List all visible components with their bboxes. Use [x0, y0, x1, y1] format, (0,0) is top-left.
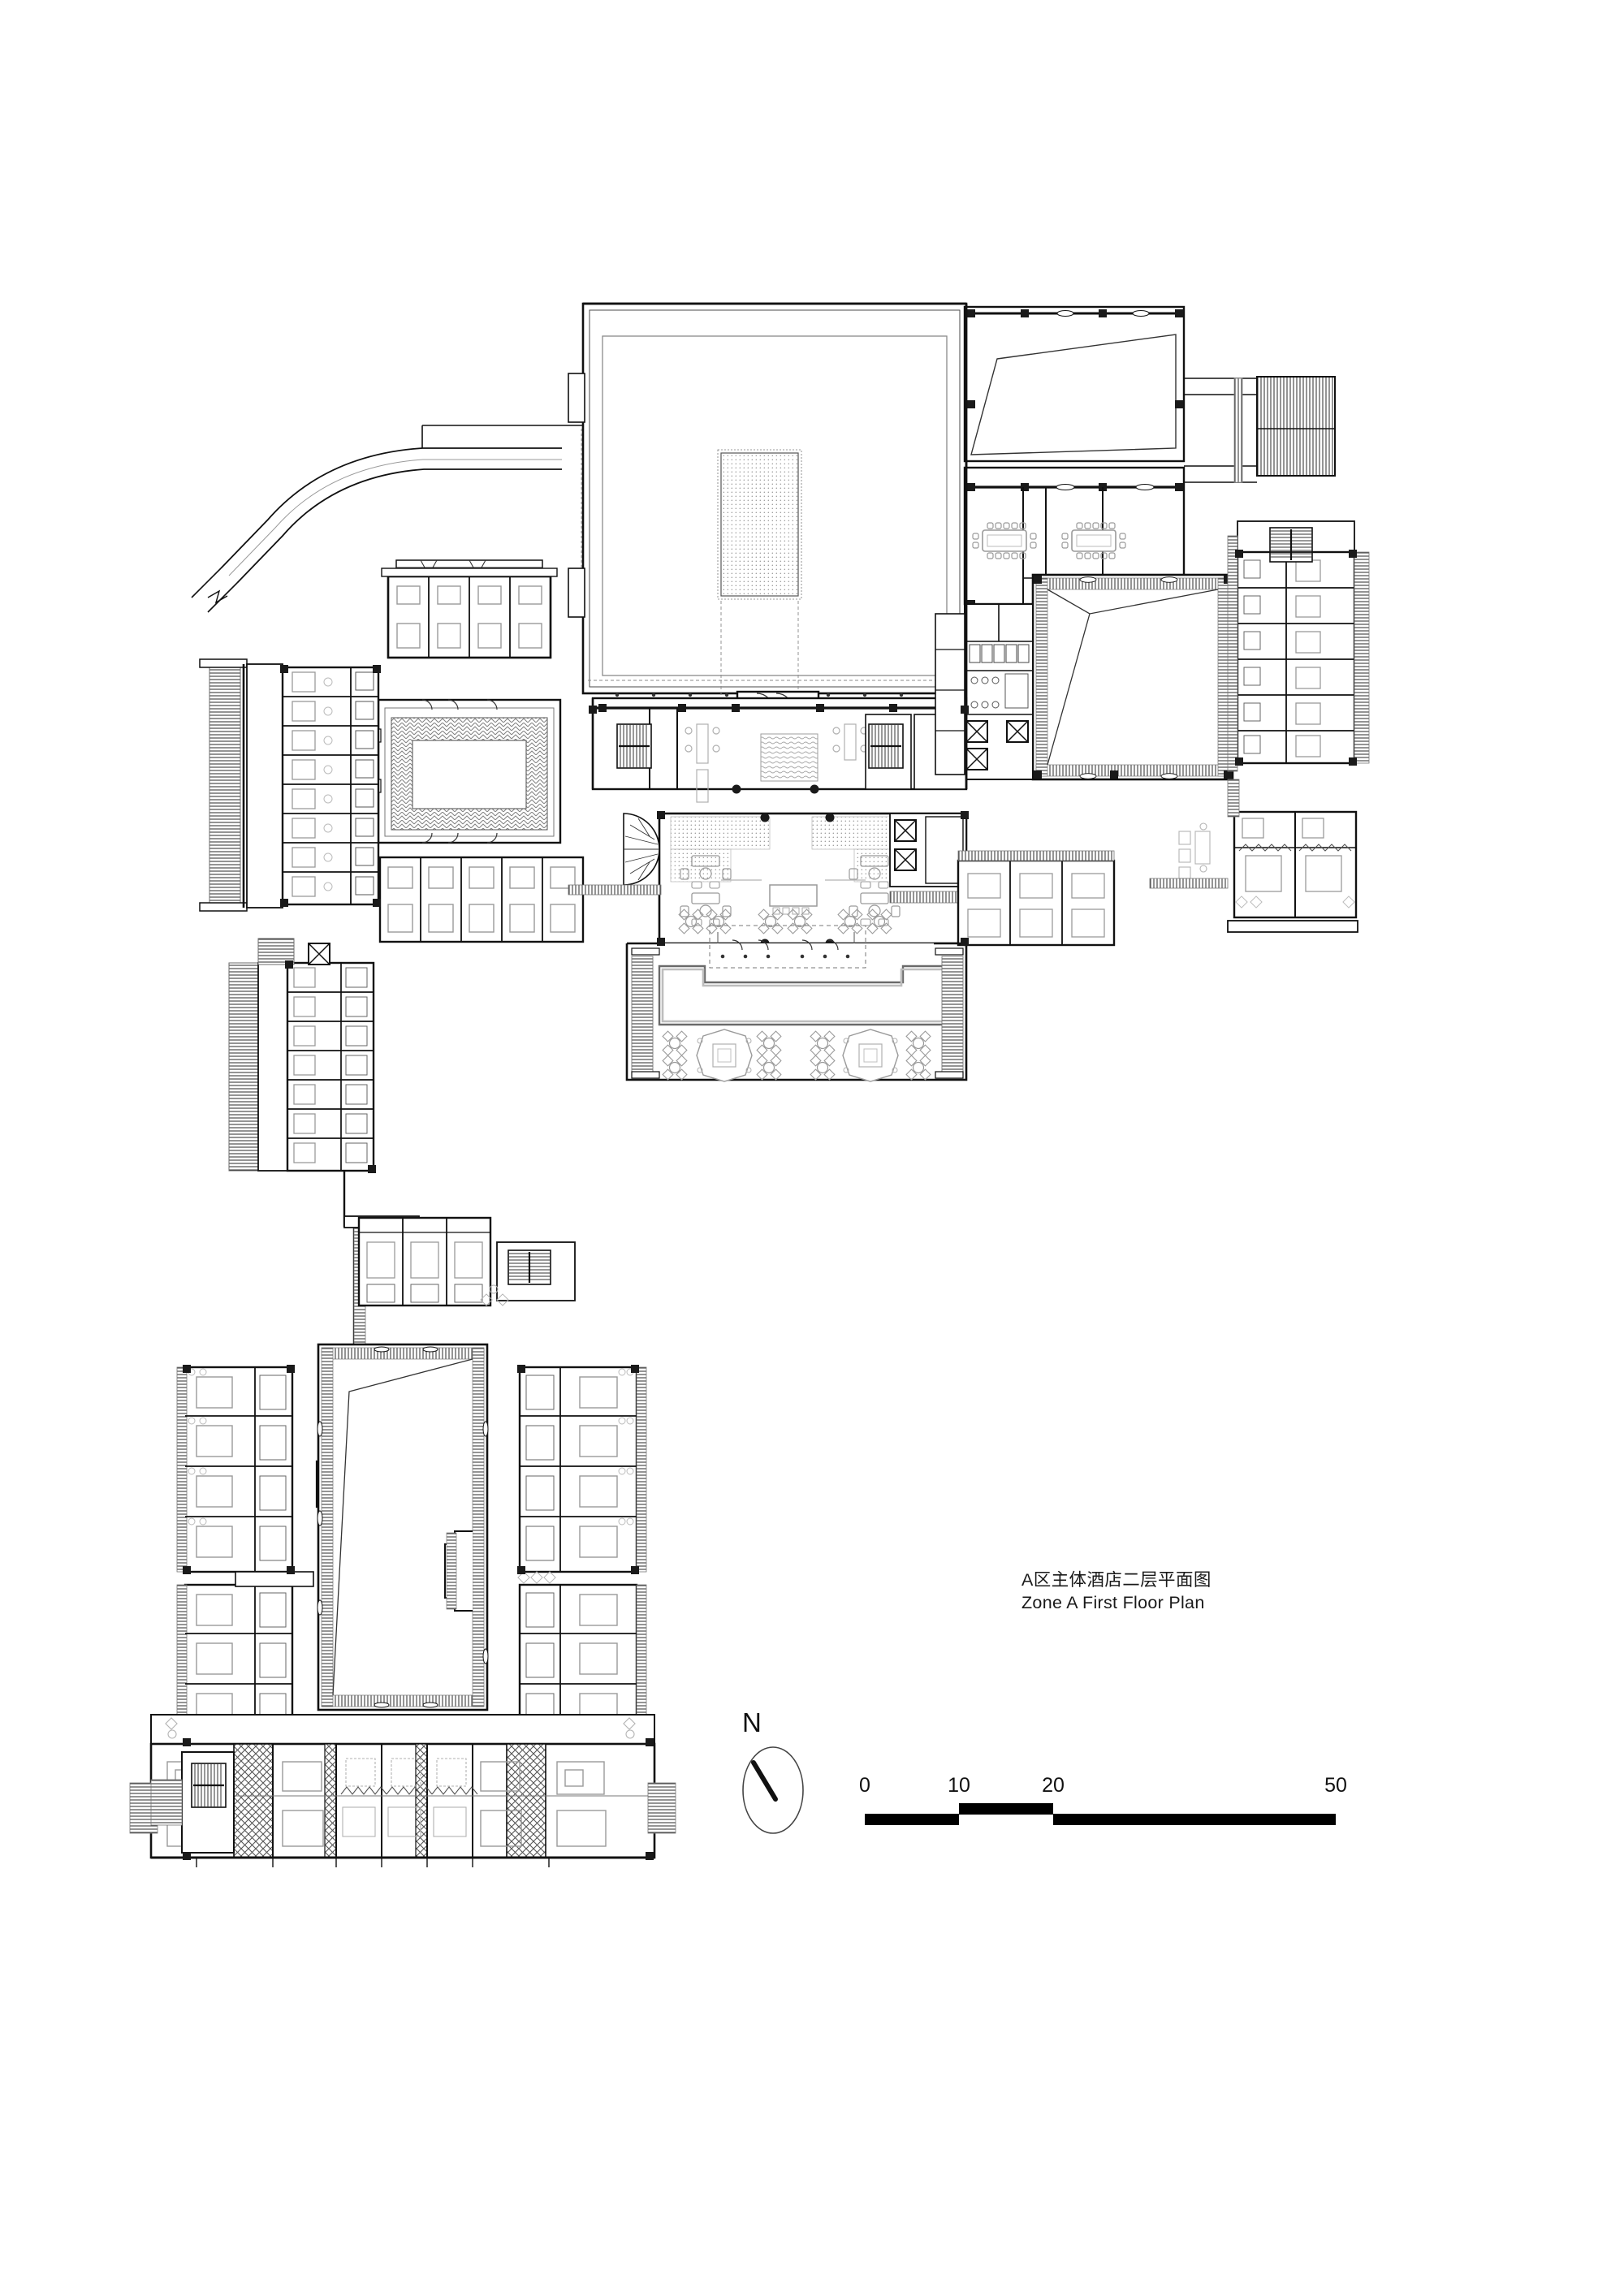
south-suite-row [129, 1714, 676, 1867]
east-room-wing-north [1227, 520, 1370, 772]
hall-east-service [935, 613, 965, 775]
scale-bar-labels: 0 10 20 50 [859, 1774, 1347, 1802]
northwest-room-bar [381, 568, 558, 659]
west-stair-house [150, 1751, 235, 1854]
curved-stair [568, 813, 662, 896]
southeast-room-bar [517, 1366, 647, 1746]
west-room-wing-upper [199, 658, 380, 912]
west-room-wing-mid [228, 938, 375, 1172]
scale-tick-10: 10 [948, 1774, 970, 1797]
south-terrace [625, 925, 968, 1082]
north-arrow-label: N [742, 1707, 762, 1737]
pavilion-west [696, 1029, 753, 1082]
north-west-room-wing [378, 559, 585, 943]
west-courtyard-pool [375, 698, 562, 844]
scale-bar: 0 10 20 50 [859, 1774, 1347, 1839]
drawing-title-block: A区主体酒店二层平面图 Zone A First Floor Plan [1021, 1569, 1444, 1615]
pavilion-east [842, 1029, 899, 1082]
east-pavilion [1031, 573, 1243, 781]
scale-tick-20: 20 [1042, 1774, 1065, 1797]
scale-tick-50: 50 [1324, 1774, 1347, 1797]
scale-segment-20-50 [1053, 1814, 1336, 1825]
scale-bar-graphic [865, 1803, 1336, 1828]
scale-segment-0-10 [865, 1814, 959, 1825]
scale-tick-0: 0 [859, 1774, 870, 1797]
mid-room-bar [957, 850, 1116, 947]
south-courtyard [317, 1343, 489, 1711]
great-hall-block [568, 302, 968, 742]
northeast-annex [963, 305, 1336, 658]
drawing-title-chinese: A区主体酒店二层平面图 [1021, 1570, 1212, 1590]
drawing-title-english: Zone A First Floor Plan [1021, 1592, 1205, 1612]
north-arrow: N [735, 1709, 812, 1851]
scale-segment-10-20 [959, 1803, 1053, 1815]
east-room-wing-south [1149, 779, 1358, 933]
north-arrow-icon [742, 1746, 804, 1834]
curved-driveway [191, 425, 583, 613]
southwest-room-bar [176, 1366, 314, 1746]
courtyard-north-room-bar [357, 1216, 576, 1307]
service-core-north [964, 603, 1034, 780]
